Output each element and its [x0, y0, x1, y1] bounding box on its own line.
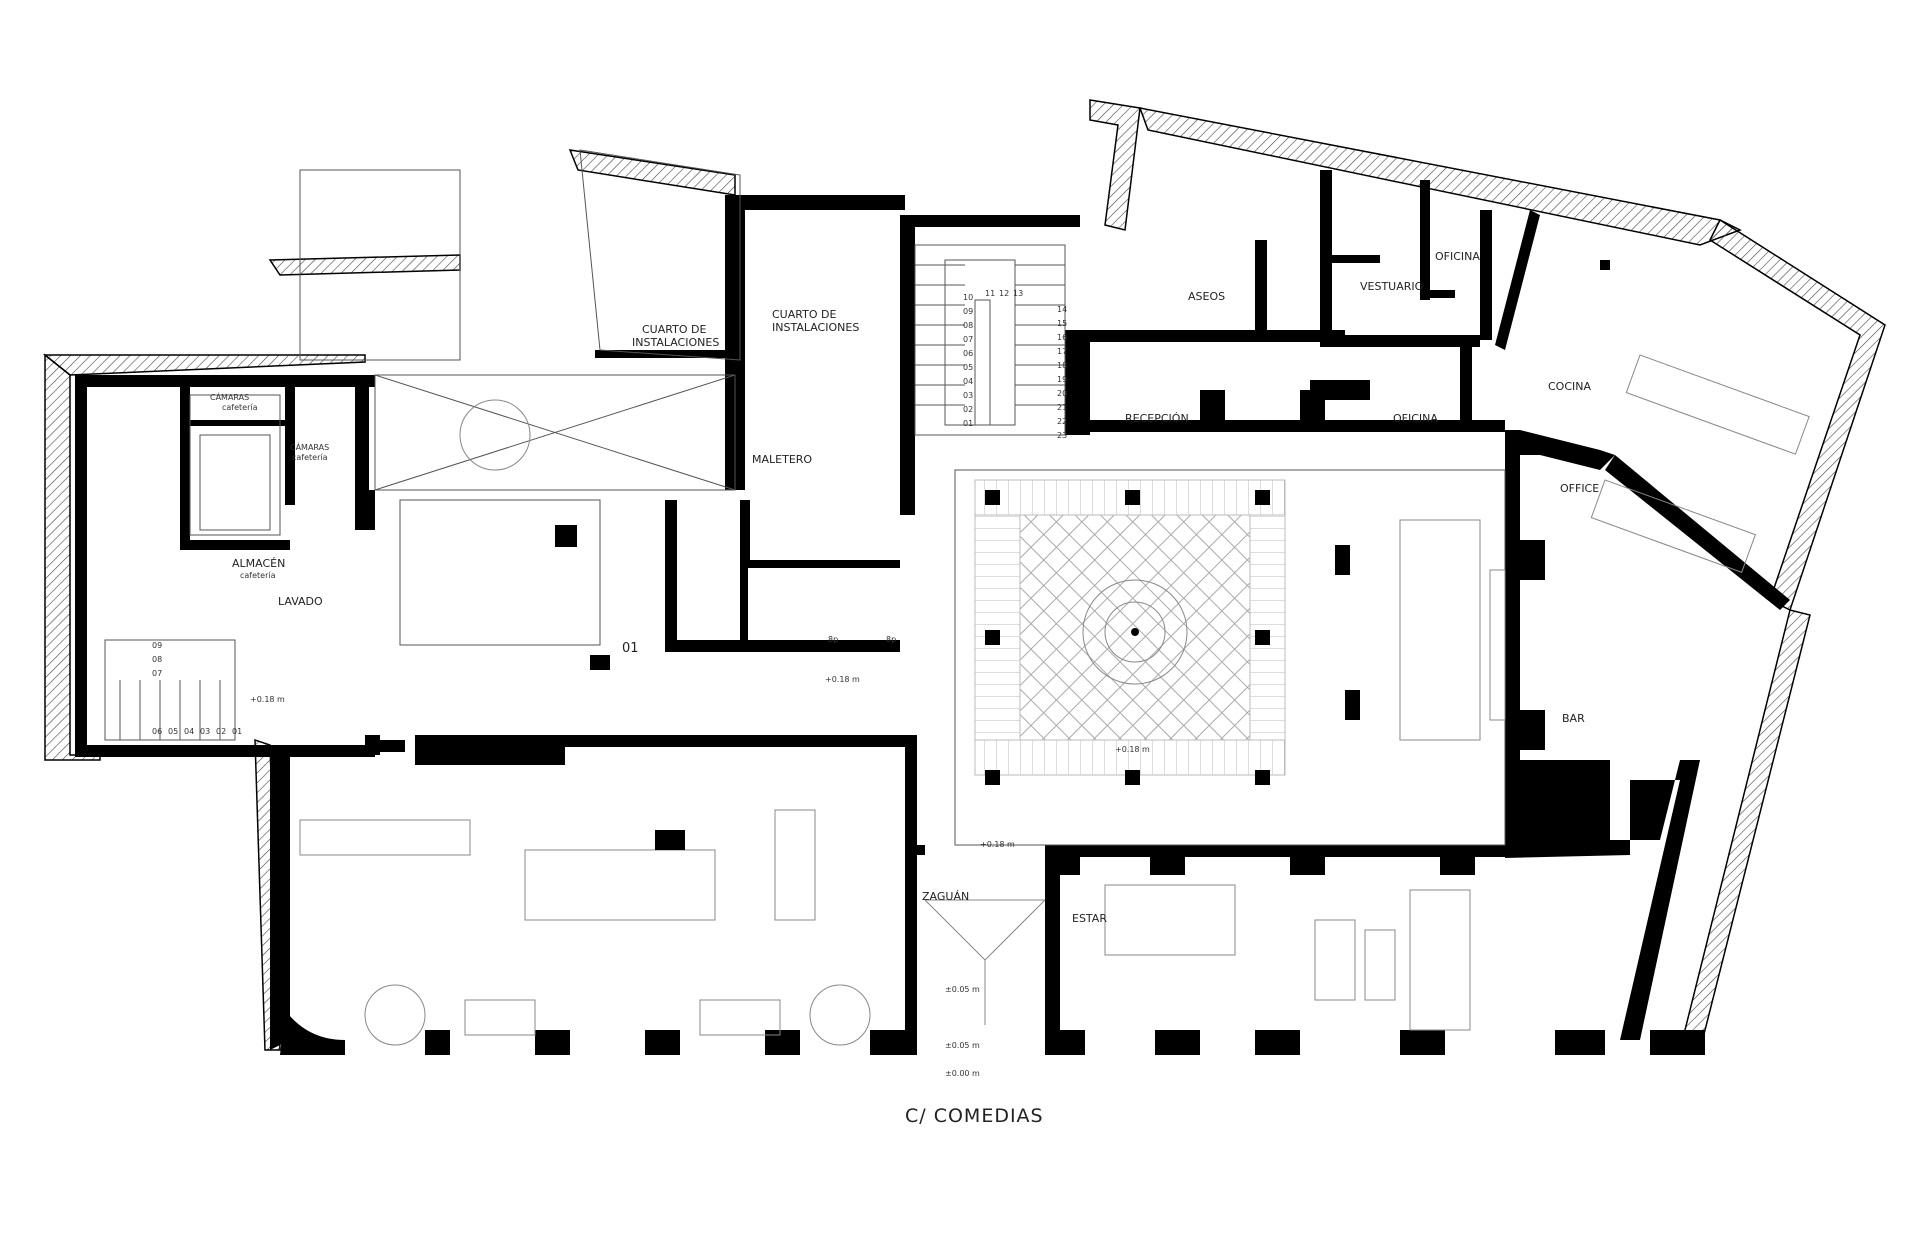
level-marker: +0.18 m — [825, 675, 860, 684]
stair-step: 08 — [963, 321, 973, 330]
level-marker: +0.18 m — [980, 840, 1015, 849]
stair-step: 05 — [168, 727, 178, 736]
stair-step: 10 — [963, 293, 973, 302]
stair-step: 06 — [963, 349, 973, 358]
label-oficina-2: OFICINA — [1393, 412, 1438, 425]
stair-step: 07 — [963, 335, 973, 344]
stair-step: 11 — [985, 289, 995, 298]
stair-step: 04 — [184, 727, 194, 736]
elevation-note: 8p — [828, 635, 838, 644]
stair-step: 13 — [1013, 289, 1023, 298]
stair-step: 06 — [152, 727, 162, 736]
interior-lines — [104, 149, 1810, 1046]
walls — [75, 170, 1790, 1055]
label-cuarto-inst-1-b: INSTALACIONES — [632, 336, 719, 349]
label-cuarto-inst-1-a: CUARTO DE — [642, 323, 706, 336]
label-camaras-2: CÁMARAS — [290, 441, 329, 452]
stair-step: 12 — [999, 289, 1009, 298]
label-aseos: ASEOS — [1188, 290, 1225, 303]
elevation-note: 8p — [886, 635, 896, 644]
label-oficina-1: OFICINA — [1435, 250, 1480, 263]
label-camaras-2-sub: cafetería — [292, 453, 328, 462]
stair-step: 23 — [1057, 431, 1067, 440]
level-marker: +0.18 m — [250, 695, 285, 704]
stair-step: 18 — [1057, 361, 1067, 370]
stair-step: 01 — [963, 419, 973, 428]
level-marker: ±0.00 m — [945, 1069, 980, 1078]
stair-step: 21 — [1057, 403, 1067, 412]
stair-step: 05 — [963, 363, 973, 372]
stair-step: 19 — [1057, 375, 1067, 384]
label-office: OFFICE — [1560, 482, 1599, 495]
room-labels: CÁMARAS cafetería CÁMARAS cafetería ALMA… — [210, 250, 1599, 925]
stair-step: 02 — [216, 727, 226, 736]
label-vestuario: VESTUARIO — [1360, 280, 1424, 293]
stair-step: 15 — [1057, 319, 1067, 328]
street-name: C/ COMEDIAS — [905, 1105, 1044, 1127]
stair-step: 08 — [152, 655, 162, 664]
stair-step: 02 — [963, 405, 973, 414]
label-almacen-sub: cafetería — [240, 571, 276, 580]
label-recepcion: RECEPCIÓN — [1125, 412, 1189, 425]
label-cuarto-inst-2-a: CUARTO DE — [772, 308, 836, 321]
party-walls — [42, 99, 1886, 1051]
label-bar: BAR — [1562, 712, 1585, 725]
stair-step: 17 — [1057, 347, 1067, 356]
label-cuarto-inst-2-b: INSTALACIONES — [772, 321, 859, 334]
label-camaras-1: CÁMARAS — [210, 391, 249, 402]
stair-step: 04 — [963, 377, 973, 386]
stair-step: 07 — [152, 669, 162, 678]
stair-step: 03 — [200, 727, 210, 736]
stair-numbers-left: 09 08 07 06 05 04 03 02 01 — [152, 641, 242, 736]
label-room-01: 01 — [622, 641, 639, 656]
label-almacen: ALMACÉN — [232, 557, 285, 570]
label-camaras-1-sub: cafetería — [222, 403, 258, 412]
label-zaguan: ZAGUÁN — [922, 890, 969, 903]
stair-step: 09 — [152, 641, 162, 650]
stair-step: 20 — [1057, 389, 1067, 398]
stair-step: 09 — [963, 307, 973, 316]
label-lavado: LAVADO — [278, 595, 323, 608]
level-marker: ±0.05 m — [945, 985, 980, 994]
level-marker: +0.18 m — [1115, 745, 1150, 754]
stair-step: 03 — [963, 391, 973, 400]
level-marker: ±0.05 m — [945, 1041, 980, 1050]
stair-step: 01 — [232, 727, 242, 736]
stair-step: 16 — [1057, 333, 1067, 342]
stair-step: 22 — [1057, 417, 1067, 426]
label-maletero: MALETERO — [752, 453, 812, 466]
stair-step: 14 — [1057, 305, 1067, 314]
label-cocina: COCINA — [1548, 380, 1591, 393]
level-markers: +0.18 m +0.18 m +0.18 m +0.18 m ±0.05 m … — [250, 635, 1150, 1078]
stair-numbers-right: 10 09 08 07 06 05 04 03 02 01 11 12 13 1… — [963, 289, 1067, 440]
label-estar: ESTAR — [1072, 912, 1107, 925]
